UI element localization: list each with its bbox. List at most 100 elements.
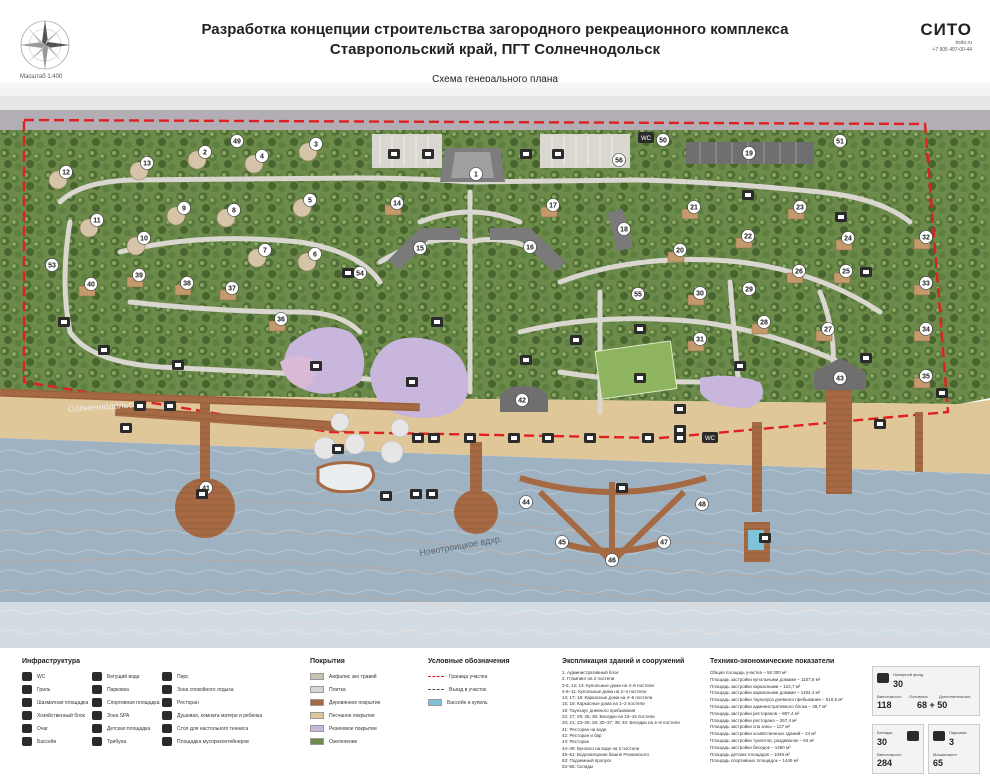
svg-text:40: 40	[87, 281, 95, 288]
building-marker-6: 6	[308, 247, 322, 261]
brand-site: trsito.ru	[955, 40, 972, 46]
building-marker-26: 26	[792, 264, 806, 278]
building-marker-7: 7	[258, 243, 272, 257]
svg-text:30: 30	[696, 290, 704, 297]
svg-text:36: 36	[277, 316, 285, 323]
brand-phone: +7 905 497-00-44	[932, 47, 972, 53]
legend-infrastructure-title: Инфраструктура	[22, 658, 81, 665]
legend-tep-title: Технико-экономические показатели	[710, 658, 835, 665]
map-canvas: Солнечнодольск Новотроицкое вдхр. 123456…	[0, 82, 990, 648]
covering-swatch	[310, 673, 324, 680]
tep-line: Площадь спортивных площадок – 1449 м²	[710, 758, 799, 764]
legend-symbol-icon	[22, 711, 32, 720]
legend-infra-item: Площадка мусороконтейнеров	[162, 735, 272, 748]
svg-text:10: 10	[140, 235, 148, 242]
brand-block: СИТО trsito.ru +7 905 497-00-44	[920, 20, 972, 54]
legend-infra-item: Ресторан	[162, 696, 272, 709]
legend-symbol-icon	[22, 672, 32, 681]
building-marker-46: 46	[605, 553, 619, 567]
explication-line: 43: Ресторан	[562, 739, 590, 745]
svg-text:WC: WC	[705, 436, 716, 442]
svg-text:18: 18	[620, 226, 628, 233]
explication-line: 22; 27; 29; 35; 38: Беседки на 10–15 пос…	[562, 714, 655, 720]
house-icon	[877, 673, 889, 683]
legend-symbol-icon	[162, 737, 172, 746]
svg-text:51: 51	[836, 138, 844, 145]
legend-line-sample	[428, 689, 444, 690]
covering-swatch	[310, 699, 324, 706]
building-marker-25: 25	[839, 264, 853, 278]
legend-explication-title: Экспликация зданий и сооружений	[562, 658, 685, 665]
tep-line: Площадь застройки ресторанов – 897,4 м²	[710, 710, 800, 716]
building-marker-56: 56	[612, 153, 626, 167]
svg-text:23: 23	[796, 204, 804, 211]
legend-symbol-item: Бассейн и купель	[428, 696, 510, 709]
svg-text:12: 12	[62, 169, 70, 176]
legend-symbol-icon	[162, 724, 172, 733]
covering-swatch	[310, 738, 324, 745]
legend-covering-item: Песчаное покрытие	[310, 709, 380, 722]
building-marker-15: 15	[413, 241, 427, 255]
building-marker-45: 45	[555, 535, 569, 549]
car-icon	[933, 731, 945, 741]
legend-infra-item: Очаг	[22, 722, 92, 735]
legend-tep: Технико-экономические показатели Общая п…	[710, 658, 866, 765]
svg-text:7: 7	[263, 247, 267, 254]
svg-text:24: 24	[844, 235, 852, 242]
legend-symbol-icon	[162, 672, 172, 681]
svg-text:1: 1	[474, 171, 478, 178]
svg-text:2: 2	[203, 149, 207, 156]
svg-text:15: 15	[416, 245, 424, 252]
building-marker-24: 24	[841, 231, 855, 245]
legend-symbol-icon	[22, 685, 32, 694]
explication-line: 49–51: Водонапорная башня Резнинского	[562, 751, 649, 757]
explication-line: 1. Административный блок	[562, 670, 619, 675]
legend-infra-item: Пирс	[162, 670, 272, 683]
building-marker-38: 38	[180, 276, 194, 290]
svg-text:47: 47	[660, 539, 668, 546]
legend-symbol-icon	[162, 711, 172, 720]
legend-symbol-icon	[22, 737, 32, 746]
svg-text:38: 38	[183, 280, 191, 287]
svg-text:11: 11	[93, 217, 101, 224]
gazebo-icon	[907, 731, 919, 741]
legend-line-sample	[428, 699, 442, 706]
stat-gazebos: Беседки 30 Вместимость 284	[872, 724, 924, 774]
legend-covering-item: Деревянное покрытие	[310, 696, 380, 709]
svg-text:20: 20	[676, 247, 684, 254]
building-marker-34: 34	[919, 322, 933, 336]
svg-text:WC: WC	[641, 136, 652, 142]
legend-infra-item: Душевая, комната матери и ребенка	[162, 709, 272, 722]
building-marker-35: 35	[919, 369, 933, 383]
building-marker-8: 8	[227, 203, 241, 217]
building-marker-28: 28	[757, 315, 771, 329]
svg-text:55: 55	[634, 291, 642, 298]
wc-badge-1: WC	[638, 132, 654, 143]
svg-text:14: 14	[393, 200, 401, 207]
wc-badge-2: WC	[702, 432, 718, 443]
svg-text:35: 35	[922, 373, 930, 380]
stat-room-fund: Номерной фонд 30 Вместимость 118 Основны…	[872, 666, 980, 716]
tep-line: Площадь застройки каркасными – 124,7 м²	[710, 683, 801, 689]
brand-logo: СИТО	[920, 20, 972, 39]
legend-covering-item: Резиновое покрытие	[310, 722, 380, 735]
tep-line: Общая площадь участка – 58 300 м²	[710, 670, 787, 675]
svg-text:26: 26	[795, 268, 803, 275]
svg-text:56: 56	[615, 157, 623, 164]
page-title: Разработка концепции строительства загор…	[201, 21, 789, 38]
building-marker-51: 51	[833, 134, 847, 148]
legend-symbol-icon	[22, 724, 32, 733]
tep-line: Площадь застройки купольными домами – 11…	[710, 676, 821, 682]
explication-line: 3-5; 12; 13: Купольные дома на 4–6 посте…	[562, 682, 654, 688]
building-marker-14: 14	[390, 196, 404, 210]
building-marker-39: 39	[132, 268, 146, 282]
legend-symbols-title: Условные обозначения	[428, 658, 510, 665]
svg-text:21: 21	[690, 204, 698, 211]
svg-text:45: 45	[558, 539, 566, 546]
building-marker-53: 53	[45, 258, 59, 272]
tep-line: Площадь застройки спа зоны – 127 м²	[710, 724, 790, 730]
building-marker-5: 5	[303, 193, 317, 207]
building-marker-43: 43	[833, 371, 847, 385]
legend-covering-item: Озеленение	[310, 735, 380, 748]
